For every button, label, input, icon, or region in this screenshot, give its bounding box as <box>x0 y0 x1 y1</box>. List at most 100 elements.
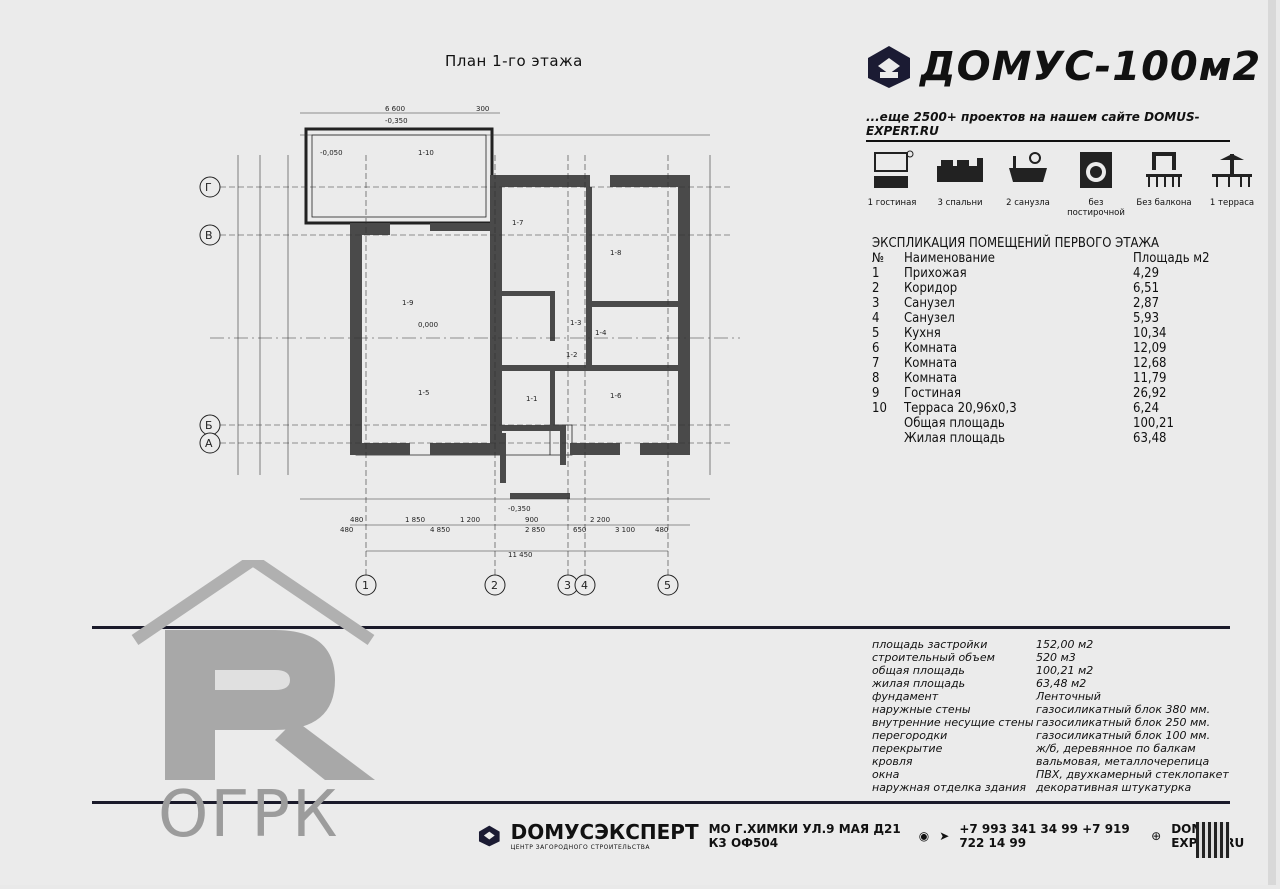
svg-text:6 600: 6 600 <box>385 105 405 113</box>
svg-text:4: 4 <box>581 579 588 592</box>
bed-icon <box>937 158 983 182</box>
svg-text:-0,350: -0,350 <box>508 505 531 513</box>
qr-code-icon[interactable] <box>1196 822 1230 858</box>
feature-label: 1 гостиная <box>867 198 917 208</box>
telegram-icon[interactable]: ➤ <box>939 828 950 843</box>
svg-text:1-3: 1-3 <box>570 319 581 327</box>
footer-logo: DOMУСЭКСПЕРТ ЦЕНТР ЗАГОРОДНОГО СТРОИТЕЛЬ… <box>510 820 699 851</box>
feature-label: Без балкона <box>1136 198 1192 208</box>
plan-title: План 1-го этажа <box>445 52 583 70</box>
svg-text:480: 480 <box>655 526 668 534</box>
watermark-text: ОГРК <box>158 778 340 852</box>
bath-icon <box>1009 152 1047 182</box>
svg-text:А: А <box>205 437 213 450</box>
svg-text:1: 1 <box>362 579 369 592</box>
feature-balcony: Без балкона <box>1134 150 1194 218</box>
feature-terrace: 1 терраса <box>1202 150 1262 218</box>
divider <box>92 626 1230 629</box>
svg-text:В: В <box>205 229 213 242</box>
feature-label: 2 санузла <box>1006 198 1050 208</box>
feature-bathrooms: 2 санузла <box>998 150 1058 218</box>
rooms-explication: ЭКСПЛИКАЦИЯ ПОМЕЩЕНИЙ ПЕРВОГО ЭТАЖА № На… <box>872 236 1213 446</box>
svg-text:1-4: 1-4 <box>595 329 607 337</box>
svg-text:1 850: 1 850 <box>405 516 425 524</box>
svg-text:2 850: 2 850 <box>525 526 545 534</box>
feature-label: 3 спальни <box>937 198 983 208</box>
svg-text:480: 480 <box>340 526 353 534</box>
footer-phones[interactable]: +7 993 341 34 99 +7 919 722 14 99 <box>959 821 1130 850</box>
brand-name: ДОМУС-100м2 <box>920 44 1262 90</box>
feature-laundry: без постирочной <box>1066 150 1126 218</box>
svg-text:1-9: 1-9 <box>402 299 413 307</box>
svg-text:1-10: 1-10 <box>418 149 434 157</box>
svg-text:480: 480 <box>350 516 363 524</box>
svg-text:1-8: 1-8 <box>610 249 621 257</box>
svg-text:11 450: 11 450 <box>508 551 533 559</box>
explication-title: ЭКСПЛИКАЦИЯ ПОМЕЩЕНИЙ ПЕРВОГО ЭТАЖА <box>872 236 1160 251</box>
svg-text:1 200: 1 200 <box>460 516 480 524</box>
svg-text:-0,050: -0,050 <box>320 149 343 157</box>
footer-logo-icon <box>478 825 500 846</box>
svg-text:2: 2 <box>491 579 498 592</box>
terrace-icon <box>1212 154 1252 187</box>
svg-text:1-7: 1-7 <box>512 219 523 227</box>
svg-text:1-1: 1-1 <box>526 395 537 403</box>
svg-text:2 200: 2 200 <box>590 516 610 524</box>
svg-text:5: 5 <box>664 579 671 592</box>
svg-text:1-5: 1-5 <box>418 389 429 397</box>
watermark-logo-icon <box>131 560 375 780</box>
footer: DOMУСЭКСПЕРТ ЦЕНТР ЗАГОРОДНОГО СТРОИТЕЛЬ… <box>478 820 1268 851</box>
whatsapp-icon[interactable]: ◉ <box>918 828 930 843</box>
svg-text:3: 3 <box>564 579 571 592</box>
svg-text:Г: Г <box>205 181 212 194</box>
svg-text:1-6: 1-6 <box>610 392 622 400</box>
globe-icon: ⊕ <box>1151 828 1162 843</box>
floor-plan: 6 600 300 -0,350 -0,050 0,000 -0,350 480… <box>199 105 740 596</box>
svg-text:4 850: 4 850 <box>430 526 450 534</box>
svg-text:300: 300 <box>476 105 489 113</box>
feature-bedrooms: 3 спальни <box>930 150 990 218</box>
house-logo-icon <box>868 46 910 88</box>
washing-machine-icon <box>1080 152 1112 188</box>
feature-label: без постирочной <box>1067 198 1125 218</box>
divider <box>92 801 1230 804</box>
tv-icon <box>874 150 914 188</box>
explication-header: № Наименование Площадь м2 <box>872 251 1210 266</box>
brand-slogan: ...еще 2500+ проектов на нашем сайте DOM… <box>866 110 1230 142</box>
svg-text:1-2: 1-2 <box>566 351 577 359</box>
footer-address: МО Г.ХИМКИ УЛ.9 МАЯ Д21 К3 ОФ504 <box>708 821 901 850</box>
brand-header: ДОМУС-100м2 <box>866 44 1261 90</box>
svg-text:0,000: 0,000 <box>418 321 438 329</box>
feature-label: 1 терраса <box>1209 198 1255 208</box>
feature-living-room: 1 гостиная <box>862 150 922 218</box>
svg-text:650: 650 <box>573 526 586 534</box>
balcony-icon <box>1146 152 1182 187</box>
feature-icons: 1 гостиная 3 спальни 2 санузла без пости… <box>862 150 1262 218</box>
